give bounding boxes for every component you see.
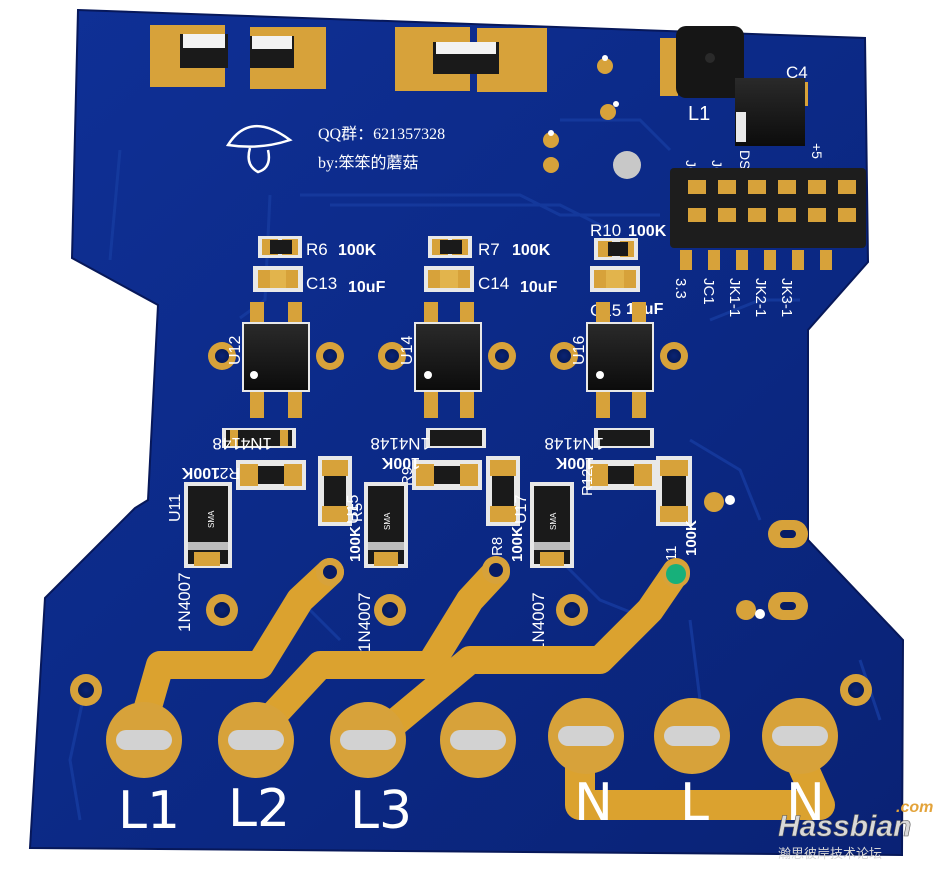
label-1n4148-ch2: 1N4148 bbox=[370, 434, 430, 453]
capacitor-c14 bbox=[424, 266, 474, 292]
svg-text:JK1-1: JK1-1 bbox=[726, 278, 743, 317]
svg-text:3.3: 3.3 bbox=[672, 278, 689, 299]
label-1n4007-u11: 1N4007 bbox=[175, 572, 194, 632]
diode-1n4007-u17: SMA bbox=[530, 482, 574, 568]
label-r5-value: 100K bbox=[347, 526, 364, 562]
watermark-tld: .com bbox=[896, 799, 933, 816]
resistor-r8 bbox=[486, 456, 520, 526]
resistor-r7 bbox=[428, 236, 472, 258]
regulator-ic bbox=[735, 78, 808, 146]
label-c14-value: 10uF bbox=[520, 279, 558, 296]
label-terminal-n-left: N bbox=[574, 773, 613, 833]
power-traces bbox=[126, 558, 835, 820]
label-terminal-l: L bbox=[680, 773, 709, 833]
label-r10-value: 100K bbox=[628, 223, 667, 240]
label-r5: R5 bbox=[349, 503, 366, 522]
label-terminal-l2: L2 bbox=[228, 779, 290, 839]
label-r2: R2 bbox=[219, 464, 240, 481]
svg-text:SMA: SMA bbox=[207, 510, 216, 528]
label-u15: U15 bbox=[345, 495, 362, 524]
label-r7-value: 100K bbox=[512, 242, 551, 259]
trace-end-vias bbox=[316, 556, 690, 588]
fuse-center bbox=[395, 27, 547, 92]
label-c4: C4 bbox=[786, 63, 808, 82]
label-r8-value: 100K bbox=[509, 526, 526, 562]
resistor-r12 bbox=[586, 460, 656, 490]
svg-text:JK2-1: JK2-1 bbox=[752, 278, 769, 317]
label-u16: U16 bbox=[571, 336, 588, 365]
side-pads bbox=[70, 492, 872, 706]
label-terminal-n-right: N bbox=[786, 773, 825, 833]
label-r7: R7 bbox=[478, 240, 500, 259]
label-r10: R10 bbox=[590, 221, 621, 240]
watermark-brand: Hassbian bbox=[778, 810, 911, 843]
resistor-r6 bbox=[258, 236, 302, 258]
label-u17: U17 bbox=[513, 495, 530, 524]
svg-text:JK3-1: JK3-1 bbox=[778, 278, 795, 317]
label-terminal-l3: L3 bbox=[350, 781, 412, 841]
via-holes-top bbox=[548, 55, 619, 136]
fuse-left bbox=[150, 25, 326, 89]
label-r6: R6 bbox=[306, 240, 328, 259]
label-u11: U11 bbox=[167, 494, 184, 522]
diode-1n4007-u11: SMA bbox=[184, 482, 232, 568]
label-r12: R12 bbox=[579, 468, 596, 496]
label-c14: C14 bbox=[478, 274, 509, 293]
label-1n4007-u15: 1N4007 bbox=[355, 592, 374, 652]
label-r6-value: 100K bbox=[338, 242, 377, 259]
optocoupler-u16 bbox=[550, 302, 688, 418]
inductor-l1 bbox=[660, 26, 744, 98]
watermark-tagline: 瀚思彼岸技术论坛 bbox=[778, 847, 882, 862]
vias-top bbox=[543, 58, 641, 179]
mushroom-logo-icon bbox=[225, 125, 293, 174]
label-1n4148-ch1: 1N4148 bbox=[212, 434, 272, 453]
author-text: by:笨笨的蘑菇 bbox=[318, 154, 418, 172]
label-u14: U14 bbox=[399, 336, 416, 365]
resistor-r11 bbox=[656, 456, 692, 526]
resistor-r10 bbox=[594, 238, 638, 260]
label-r11-value: 100K bbox=[683, 520, 700, 556]
background-traces bbox=[68, 118, 882, 821]
label-c13-value: 10uF bbox=[348, 279, 386, 296]
label-1n4007-u17: 1N4007 bbox=[529, 592, 548, 652]
label-r2-value: 100K bbox=[181, 464, 220, 481]
label-r12-value: 100K bbox=[555, 454, 594, 471]
qq-group-text: QQ群：621357328 bbox=[318, 125, 445, 143]
label-r9-value: 100K bbox=[381, 454, 420, 471]
diode-1n4148-ch3 bbox=[594, 428, 654, 448]
optocoupler-u12 bbox=[208, 302, 344, 418]
label-r9: R9 bbox=[399, 467, 416, 486]
label-c13: C13 bbox=[306, 274, 337, 293]
resistor-r5 bbox=[318, 456, 352, 526]
label-1n4148-ch3: 1N4148 bbox=[544, 434, 604, 453]
terminal-pads bbox=[106, 698, 838, 778]
diode-1n4148-ch1 bbox=[222, 428, 296, 448]
pin-header-connector bbox=[670, 168, 866, 270]
svg-text:SMA: SMA bbox=[383, 512, 392, 530]
resistor-r9 bbox=[412, 460, 482, 490]
resistor-r2 bbox=[236, 460, 306, 490]
label-terminal-l1: L1 bbox=[118, 781, 180, 841]
capacitor-c13 bbox=[253, 266, 303, 292]
svg-text:+5: +5 bbox=[809, 143, 825, 159]
label-l1-inductor: L1 bbox=[688, 103, 710, 125]
svg-text:SMA: SMA bbox=[549, 512, 558, 530]
optocoupler-u14 bbox=[378, 302, 516, 418]
diode-1n4007-u15: SMA bbox=[364, 482, 408, 568]
label-r8: R8 bbox=[489, 537, 506, 556]
svg-text:JC1: JC1 bbox=[700, 278, 717, 305]
diode-1n4148-ch2 bbox=[426, 428, 486, 448]
header-bottom-labels: 3.3 JC1 JK1-1 JK2-1 JK3-1 bbox=[672, 278, 795, 317]
capacitor-c15 bbox=[590, 266, 640, 292]
label-u12: U12 bbox=[227, 336, 244, 365]
